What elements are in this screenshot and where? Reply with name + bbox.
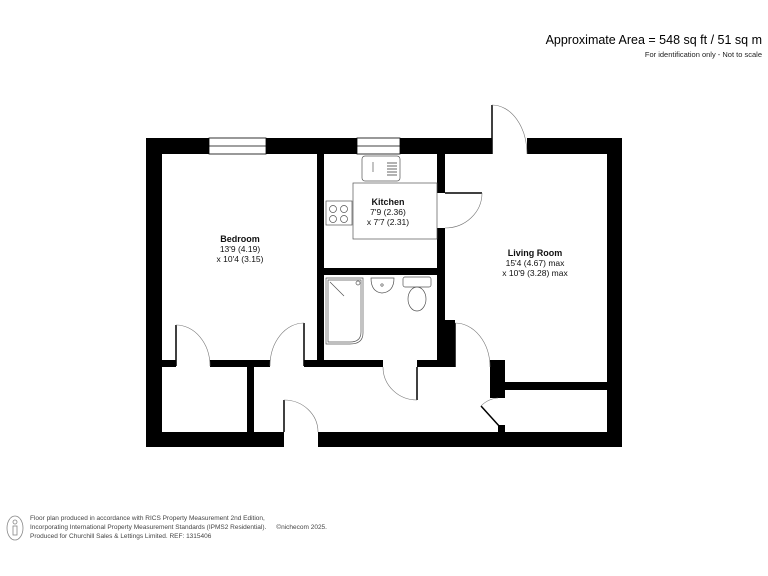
- kitchen-dim1: 7'9 (2.36): [370, 207, 406, 217]
- living-room-dim1: 15'4 (4.67) max: [505, 258, 565, 268]
- footer-line1: Floor plan produced in accordance with R…: [30, 515, 265, 522]
- walls: [146, 138, 622, 447]
- kitchen-dim2: x 7'7 (2.31): [366, 217, 410, 227]
- footer-line2: Incorporating International Property Mea…: [30, 524, 267, 531]
- kitchen-name: Kitchen: [371, 197, 405, 207]
- cupboard-door: [480, 405, 501, 428]
- scale-disclaimer: For identification only - Not to scale: [644, 50, 762, 59]
- area-summary: Approximate Area = 548 sq ft / 51 sq m F…: [546, 33, 762, 60]
- kitchen-fixtures: [325, 155, 438, 240]
- footer-text: Floor plan produced in accordance with R…: [30, 514, 327, 541]
- kitchen-label: Kitchen 7'9 (2.36) x 7'7 (2.31): [353, 197, 423, 227]
- sink-icon: [361, 155, 401, 182]
- footer: Floor plan produced in accordance with R…: [6, 514, 327, 541]
- living-room-label: Living Room 15'4 (4.67) max x 10'9 (3.28…: [480, 248, 590, 278]
- approximate-area: Approximate Area = 548 sq ft / 51 sq m: [545, 33, 762, 47]
- toilet-cistern-icon: [402, 276, 432, 288]
- bedroom-name: Bedroom: [220, 234, 260, 244]
- bedroom-label: Bedroom 13'9 (4.19) x 10'4 (3.15): [200, 234, 280, 264]
- bedroom-dim1: 13'9 (4.19): [219, 244, 261, 254]
- bathroom-fixtures: [325, 276, 432, 345]
- kitchen-counter: [352, 182, 438, 240]
- windows: [208, 137, 401, 155]
- person-info-icon: [6, 515, 24, 540]
- toilet-icon: [407, 286, 427, 312]
- living-room-dim2: x 10'9 (3.28) max: [502, 268, 568, 278]
- doors: [175, 104, 528, 433]
- footer-line3: Produced for Churchill Sales & Lettings …: [30, 533, 212, 540]
- hob-icon: [325, 200, 353, 226]
- living-room-name: Living Room: [507, 248, 563, 258]
- bedroom-dim2: x 10'4 (3.15): [216, 254, 264, 264]
- footer-copyright: ©nichecom 2025.: [276, 524, 327, 531]
